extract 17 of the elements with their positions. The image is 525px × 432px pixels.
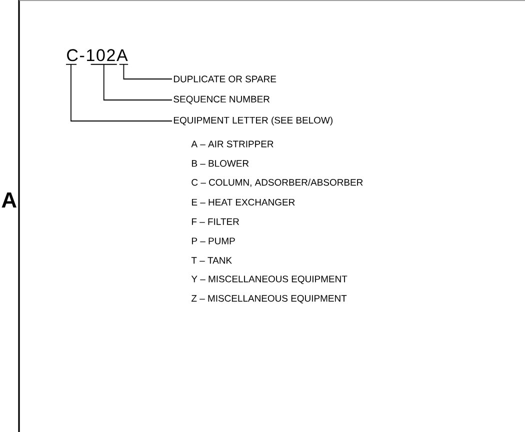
legend-entry: T – TANK [191,257,232,264]
legend-entry: C – COLUMN, ADSORBER/ABSORBER [192,178,363,187]
equipment-tag: C-102A [67,49,128,62]
legend-entry: Y – MISCELLANEOUS EQUIPMENT [191,276,348,284]
leader-line [123,64,172,80]
leader-text: SEQUENCE NUMBER [174,96,270,104]
leader-line [103,64,172,100]
leader-line [70,64,172,122]
legend-entry: E – HEAT EXCHANGER [192,198,295,206]
legend-entry: A – AIR STRIPPER [191,140,274,148]
legend-entry: B – BLOWER [192,160,249,167]
legend-entry: P – PUMP [192,238,235,244]
letter-fragment: A [2,192,16,208]
legend-entry: Z – MISCELLANEOUS EQUIPMENT [192,295,347,304]
legend-entry: F – FILTER [192,218,239,225]
leader-text: DUPLICATE OR SPARE [174,76,276,82]
leader-text: EQUIPMENT LETTER (SEE BELOW) [174,116,332,126]
